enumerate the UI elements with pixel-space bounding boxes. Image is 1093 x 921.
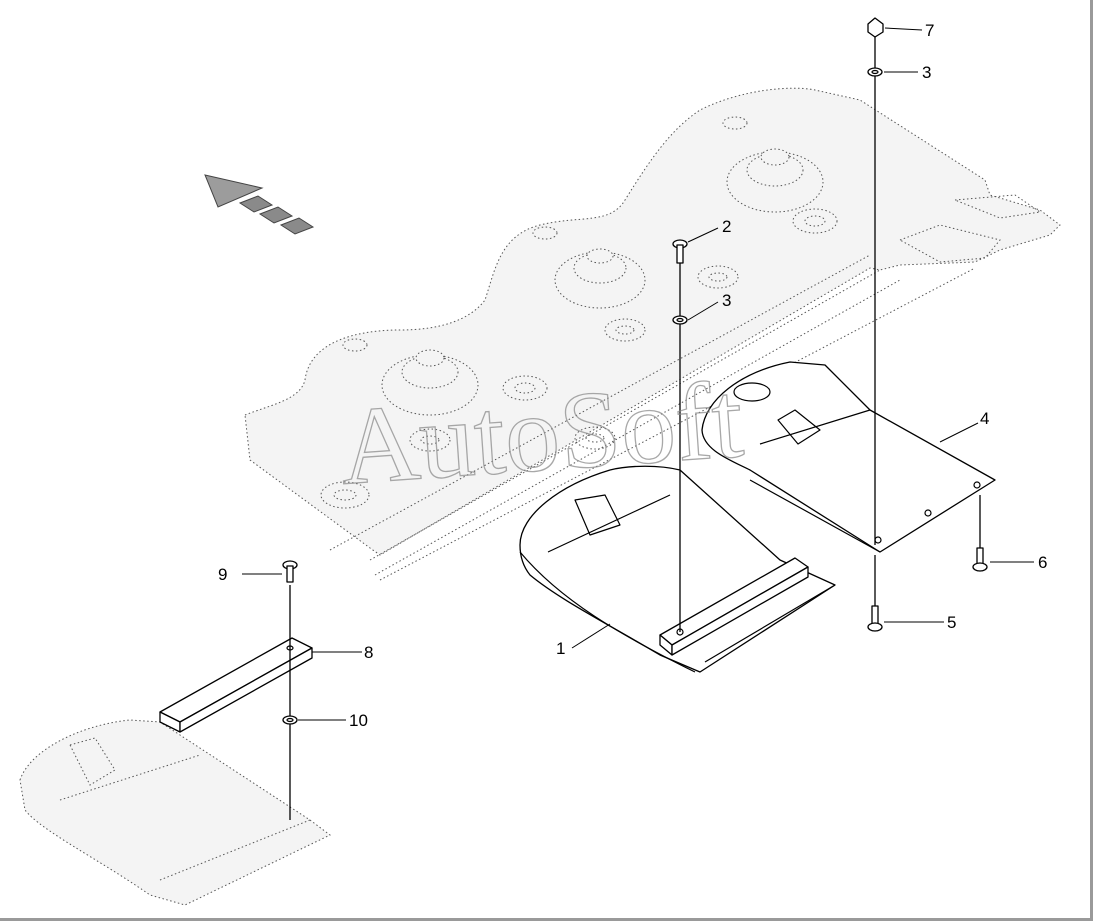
skid-shoe-lower-left (19, 719, 331, 906)
skid-shoe-part-1 (519, 465, 836, 673)
cutter-bar-end-plate (898, 194, 1042, 263)
washer-part-3-lower (672, 315, 688, 325)
watermark-text: AutoSoft (336, 358, 747, 508)
callout-3-lower: 3 (722, 291, 731, 310)
washer-part-10 (282, 715, 298, 725)
travel-direction-arrow-icon (204, 174, 315, 235)
callout-7: 7 (925, 21, 934, 40)
callout-10: 10 (349, 711, 368, 730)
cutter-bar-body (244, 87, 1061, 556)
callout-5: 5 (947, 613, 956, 632)
cutter-bar-outline (244, 87, 1061, 581)
callout-4: 4 (980, 409, 989, 428)
disc-2 (554, 248, 646, 309)
gear-rings (320, 208, 838, 509)
disc-3 (726, 148, 824, 213)
hole-2 (532, 226, 558, 240)
callout-8: 8 (364, 643, 373, 662)
callout-1: 1 (556, 639, 565, 658)
wear-bar-part-8 (159, 637, 313, 733)
skid-shoe-part-4 (701, 361, 996, 553)
disc-1 (381, 349, 479, 416)
cutter-discs (320, 148, 838, 509)
washer-part-3-upper (867, 67, 883, 77)
callout-6: 6 (1038, 553, 1047, 572)
hole-1 (342, 338, 368, 352)
callout-2: 2 (722, 217, 731, 236)
leader-lines (242, 27, 1034, 721)
cutter-bar-edge (329, 254, 976, 581)
callout-3-upper: 3 (922, 63, 931, 82)
bolt-part-5 (867, 605, 883, 632)
nut-part-7 (867, 17, 884, 38)
bolt-part-9 (282, 560, 298, 583)
bolt-part-6 (972, 547, 988, 572)
callout-labels: 7 3 2 3 4 5 6 8 9 10 1 (218, 21, 1047, 730)
hole-3 (722, 116, 748, 130)
bolt-part-2 (672, 239, 688, 264)
callout-9: 9 (218, 565, 227, 584)
